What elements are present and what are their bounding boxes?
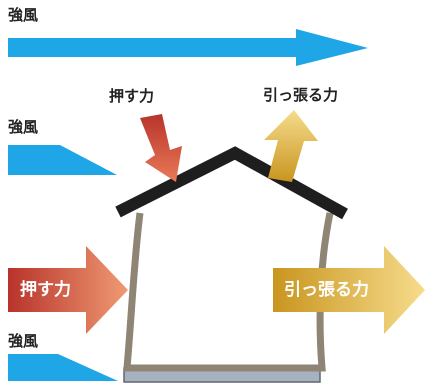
pull-arrow-wall	[273, 246, 425, 334]
push-force-label-wall: 押す力	[20, 280, 71, 300]
wind-arrow-mid	[8, 145, 117, 175]
house-walls	[123, 212, 334, 372]
strong-wind-label-bottom: 強風	[8, 332, 39, 350]
wind-arrow-bottom	[8, 354, 118, 381]
pull-force-label-wall: 引っ張る力	[284, 280, 369, 300]
push-arrow-roof	[140, 114, 182, 182]
push-arrow-wall	[8, 246, 128, 334]
wind-arrow-top	[8, 29, 368, 66]
strong-wind-label-top: 強風	[8, 6, 39, 24]
strong-wind-label-mid: 強風	[8, 118, 39, 136]
pull-arrow-roof	[264, 110, 318, 182]
pull-force-label-roof: 引っ張る力	[263, 86, 339, 104]
push-force-label-roof: 押す力	[109, 87, 155, 105]
house-roof	[115, 146, 348, 220]
